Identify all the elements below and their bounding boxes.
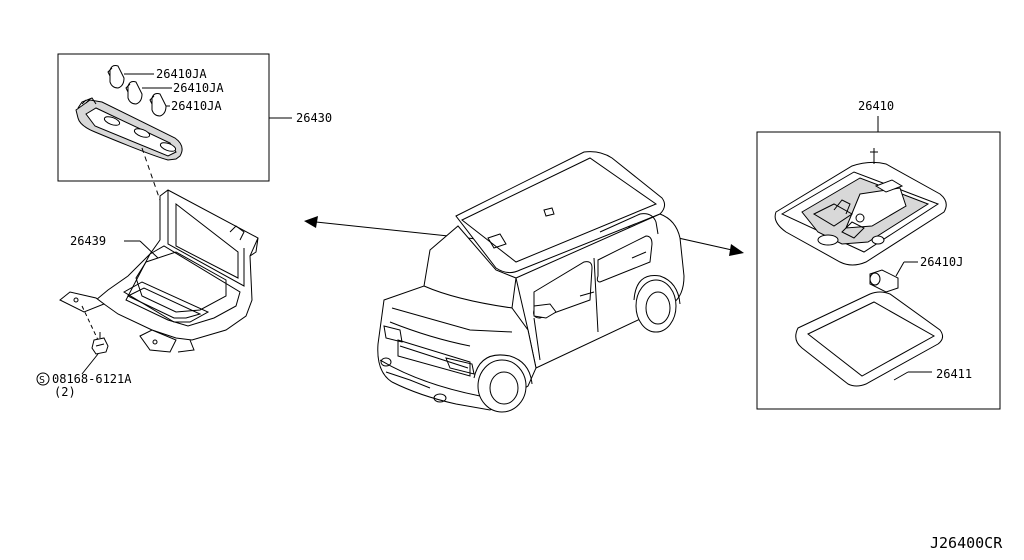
room-lamp-lens bbox=[795, 291, 944, 387]
diagram-code: J26400CR bbox=[930, 534, 1003, 552]
bulb-2-label: 26410JA bbox=[173, 81, 224, 95]
assembly-label: 26430 bbox=[296, 111, 332, 125]
roof-bracket bbox=[59, 189, 259, 353]
screw-leader bbox=[81, 353, 99, 375]
bulb-1 bbox=[107, 65, 125, 89]
bulb-label: 26410J bbox=[920, 255, 963, 269]
screw-symbol: S bbox=[36, 372, 50, 386]
bulb-3-label: 26410JA bbox=[171, 99, 222, 113]
left-detail-box: 26410JA 26410JA 26410JA bbox=[57, 53, 270, 182]
bulb-1-label: 26410JA bbox=[156, 67, 207, 81]
lens-label: 26411 bbox=[936, 367, 972, 381]
screw-part-label: 08168-6121A bbox=[52, 372, 132, 386]
assembly-dashed-line bbox=[141, 147, 163, 207]
lens-leader bbox=[893, 371, 909, 381]
bulb-2 bbox=[125, 81, 143, 105]
lamp-assembly-label: 26410 bbox=[858, 99, 894, 113]
room-lamp-housing bbox=[774, 148, 947, 266]
screw-dashed-line bbox=[81, 305, 99, 341]
map-lamp-housing bbox=[75, 97, 183, 161]
screw-symbol-letter: S bbox=[39, 375, 45, 386]
vehicle-illustration bbox=[377, 151, 685, 413]
right-detail-frame bbox=[756, 131, 1001, 410]
right-detail-box: 26410J 26411 bbox=[756, 131, 1001, 410]
screw bbox=[91, 332, 109, 355]
bulb-3 bbox=[149, 93, 167, 117]
screw-qty-label: (2) bbox=[54, 385, 76, 399]
room-lamp-bulb bbox=[869, 269, 899, 293]
bracket-label: 26439 bbox=[70, 234, 106, 248]
bulb-leader bbox=[895, 261, 905, 277]
bracket-leader-2 bbox=[139, 240, 159, 259]
